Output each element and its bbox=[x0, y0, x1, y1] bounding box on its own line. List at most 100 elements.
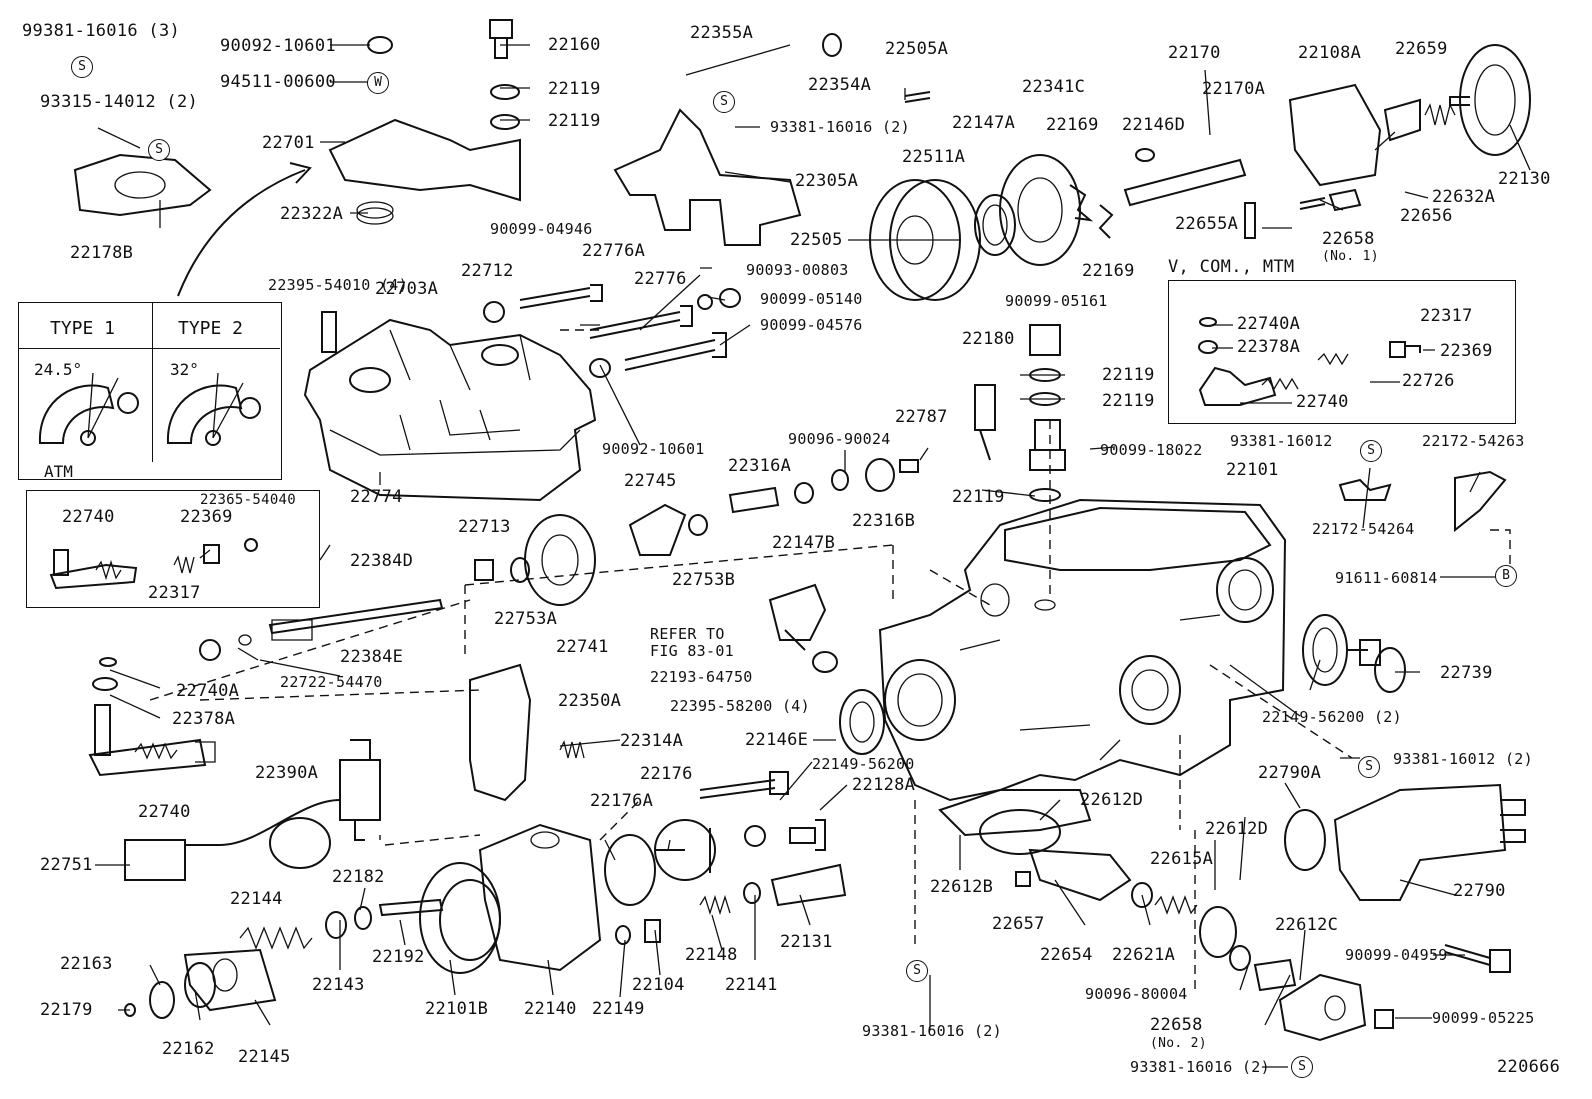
part-label: 22722-54470 bbox=[280, 673, 383, 691]
part-label: 22316A bbox=[728, 456, 792, 476]
type-1-header: TYPE 1 bbox=[50, 318, 116, 339]
part-label: 90099-04946 bbox=[490, 220, 593, 238]
part-label: 22178B bbox=[70, 243, 134, 263]
part-label: 93315-14012 (2) bbox=[40, 92, 199, 112]
b-marker: B bbox=[1495, 565, 1517, 587]
s-marker-6: S bbox=[906, 960, 928, 982]
type-arrow bbox=[177, 162, 312, 297]
part-label: 90096-90024 bbox=[788, 430, 891, 448]
part-label: 90099-05140 bbox=[760, 290, 863, 308]
part-label: 22130 bbox=[1498, 169, 1551, 189]
part-label: 22703A bbox=[375, 279, 439, 299]
part-label: 22147A bbox=[952, 113, 1016, 133]
part-label: 22341C bbox=[1022, 77, 1086, 97]
part-label: 22395-54010 (4) bbox=[268, 276, 408, 294]
part-label: 22712 bbox=[461, 261, 514, 281]
part-label: 22726 bbox=[1402, 371, 1455, 391]
part-label: 22745 bbox=[624, 471, 677, 491]
part-label: 22505A bbox=[885, 39, 949, 59]
part-label: 22790 bbox=[1453, 881, 1506, 901]
part-label: 22741 bbox=[556, 637, 609, 657]
part-label: 22104 bbox=[632, 975, 685, 995]
part-label: 22355A bbox=[690, 23, 754, 43]
part-label: 22176 bbox=[640, 764, 693, 784]
part-label: 22701 bbox=[262, 133, 315, 153]
part-label: 22369 bbox=[180, 507, 233, 527]
part-label: 22108A bbox=[1298, 43, 1362, 63]
part-label: 22615A bbox=[1150, 849, 1214, 869]
part-label: 22119 bbox=[1102, 391, 1155, 411]
part-label: 90099-05225 bbox=[1432, 1009, 1535, 1027]
part-label: 22176A bbox=[590, 791, 654, 811]
part-label: 22119 bbox=[1102, 365, 1155, 385]
part-label: 22384D bbox=[350, 551, 414, 571]
part-label: 22180 bbox=[962, 329, 1015, 349]
part-label: 22182 bbox=[332, 867, 385, 887]
part-label: 22160 bbox=[548, 35, 601, 55]
type-table bbox=[18, 302, 282, 480]
s-marker-2: S bbox=[148, 139, 170, 161]
s-marker-3: S bbox=[713, 91, 735, 113]
part-label: 22128A bbox=[852, 775, 916, 795]
drive-group bbox=[869, 44, 1531, 301]
part-label: 22314A bbox=[620, 731, 684, 751]
part-label: 22776A bbox=[582, 241, 646, 261]
inset-box-v-com-mtm bbox=[1168, 280, 1516, 424]
part-label: 22384E bbox=[340, 647, 404, 667]
part-label: 22740 bbox=[138, 802, 191, 822]
part-label: 22147B bbox=[772, 533, 836, 553]
part-label: 22131 bbox=[780, 932, 833, 952]
part-label: 22621A bbox=[1112, 945, 1176, 965]
part-label: 22378A bbox=[172, 709, 236, 729]
part-label: 22179 bbox=[40, 1000, 93, 1020]
part-label: 22354A bbox=[808, 75, 872, 95]
part-label: 99381-16016 (3) bbox=[22, 21, 181, 41]
part-label: 93381-16016 (2) bbox=[862, 1022, 1002, 1040]
part-label: 22656 bbox=[1400, 206, 1453, 226]
part-label: 22162 bbox=[162, 1039, 215, 1059]
w-marker: W bbox=[367, 72, 389, 94]
part-label: 22365-54040 bbox=[200, 492, 297, 508]
part-label: (No. 1) bbox=[1322, 249, 1379, 264]
part-label: 22170A bbox=[1202, 79, 1266, 99]
type-1-angle: 24.5° bbox=[34, 360, 83, 379]
part-label: 90099-05161 bbox=[1005, 292, 1108, 310]
type-table-sketches bbox=[38, 372, 261, 446]
middle-lower-parts bbox=[474, 324, 1066, 945]
part-label: 22739 bbox=[1440, 663, 1493, 683]
part-label: 22632A bbox=[1432, 187, 1496, 207]
type-2-header: TYPE 2 bbox=[178, 318, 244, 339]
s-marker-5: S bbox=[1358, 756, 1380, 778]
part-label: 22790A bbox=[1258, 763, 1322, 783]
inset-box-22740 bbox=[26, 490, 320, 608]
type-table-header-line bbox=[18, 348, 280, 349]
part-label: 22169 bbox=[1082, 261, 1135, 281]
part-label: 93381-16012 (2) bbox=[1393, 750, 1533, 768]
part-label: 22322A bbox=[280, 204, 344, 224]
part-label: 22787 bbox=[895, 407, 948, 427]
part-label: 22305A bbox=[795, 171, 859, 191]
part-label: 90093-00803 bbox=[746, 261, 849, 279]
part-label: 22172-54263 bbox=[1422, 432, 1525, 450]
part-label: 90092-10601 bbox=[602, 440, 705, 458]
part-label: 94511-00600 bbox=[220, 72, 336, 92]
part-label: 22316B bbox=[852, 511, 916, 531]
part-label: 90099-04959 bbox=[1345, 946, 1448, 964]
part-label: 22657 bbox=[992, 914, 1045, 934]
note-line-1: REFER TO bbox=[650, 625, 725, 643]
part-label: 22753A bbox=[494, 609, 558, 629]
part-label: 22169 bbox=[1046, 115, 1099, 135]
type-2-angle: 32° bbox=[170, 360, 199, 379]
part-label: 22192 bbox=[372, 947, 425, 967]
part-label: 22390A bbox=[255, 763, 319, 783]
part-label: 22774 bbox=[350, 487, 403, 507]
part-label: (No. 2) bbox=[1150, 1036, 1207, 1051]
fasteners bbox=[321, 19, 931, 378]
part-label: 93381-16016 (2) bbox=[1130, 1058, 1270, 1076]
part-label: 93381-16012 bbox=[1230, 432, 1333, 450]
part-label: 22119 bbox=[952, 487, 1005, 507]
part-label: 22654 bbox=[1040, 945, 1093, 965]
part-label: 90092-10601 bbox=[220, 36, 336, 56]
part-label: 90099-18022 bbox=[1100, 441, 1203, 459]
